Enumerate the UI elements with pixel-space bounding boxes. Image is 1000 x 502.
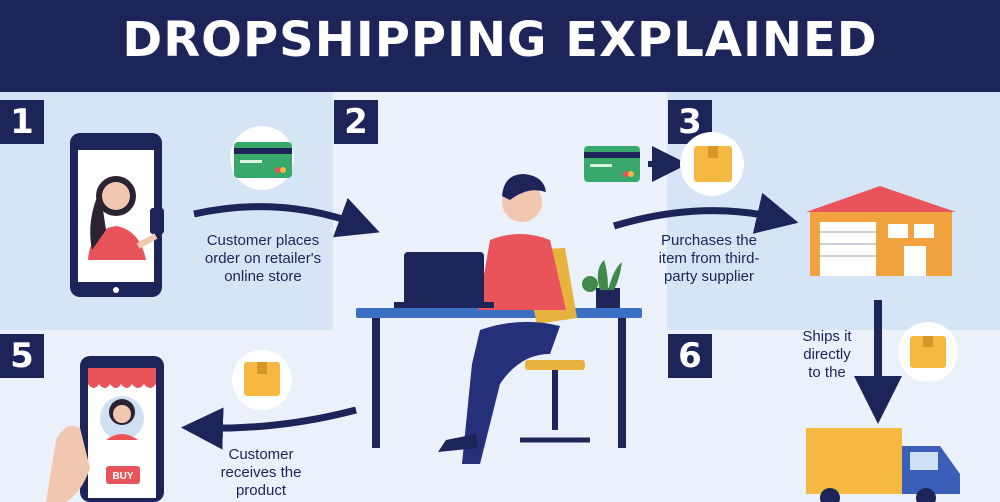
caption-line: Ships it bbox=[802, 328, 852, 345]
caption-step-1: Customer places order on retailer's onli… bbox=[188, 232, 338, 286]
header-bar: DROPSHIPPING EXPLAINED bbox=[0, 0, 1000, 92]
caption-line: receives the bbox=[220, 464, 302, 481]
caption-line: Customer bbox=[228, 446, 294, 463]
buy-label: BUY bbox=[112, 471, 133, 482]
delivery-truck-icon bbox=[806, 428, 960, 502]
caption-line: order on retailer's bbox=[204, 250, 322, 267]
buy-button bbox=[106, 466, 140, 484]
caption-line: party supplier bbox=[663, 268, 755, 285]
caption-line: directly bbox=[803, 346, 851, 363]
package-icon bbox=[680, 132, 744, 196]
page-title: DROPSHIPPING EXPLAINED bbox=[122, 12, 878, 68]
step-number-5: 5 bbox=[0, 334, 44, 378]
warehouse-icon bbox=[806, 186, 956, 276]
phone-customer-icon bbox=[70, 133, 164, 297]
arrow-receive bbox=[181, 406, 357, 450]
step-number-1: 1 bbox=[0, 100, 44, 144]
caption-line: item from third- bbox=[658, 250, 760, 267]
package-icon bbox=[898, 322, 958, 382]
arrow-purchase bbox=[612, 192, 799, 234]
caption-step-6: Ships it directly to the bbox=[792, 328, 862, 382]
caption-step-3: Purchases the item from third- party sup… bbox=[634, 232, 784, 286]
step-number-2: 2 bbox=[334, 100, 378, 144]
caption-line: online store bbox=[224, 268, 302, 285]
caption-line: product bbox=[235, 482, 287, 499]
credit-card-icon bbox=[230, 126, 294, 190]
payment-card-icon bbox=[584, 146, 640, 182]
phone-buy-icon: BUY bbox=[46, 356, 164, 502]
arrow-order bbox=[193, 197, 380, 238]
package-icon bbox=[232, 350, 292, 410]
caption-step-5: Customer receives the product bbox=[196, 446, 326, 500]
caption-line: Purchases the bbox=[661, 232, 757, 249]
step-number-6: 6 bbox=[668, 334, 712, 378]
caption-line: to the bbox=[808, 364, 846, 381]
caption-line: Customer places bbox=[206, 232, 320, 249]
retailer-at-desk-icon bbox=[356, 174, 642, 464]
